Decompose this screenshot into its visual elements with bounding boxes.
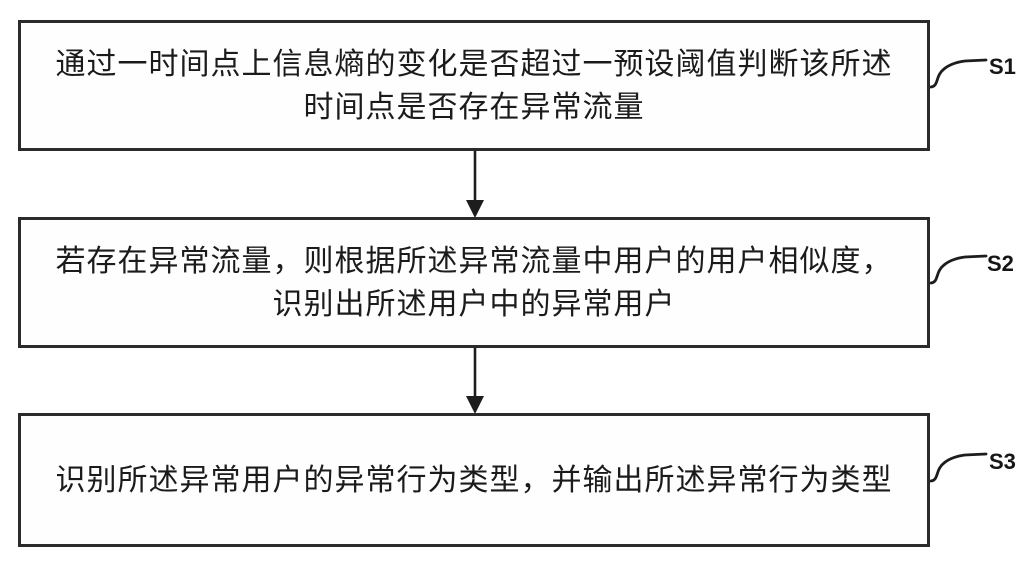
leader-curve-icon bbox=[930, 254, 988, 285]
step-label-s2: S2 bbox=[987, 251, 1014, 276]
flow-step-box-s1: 通过一时间点上信息熵的变化是否超过一预设阈值判断该所述 时间点是否存在异常流量 bbox=[18, 20, 930, 151]
step-s2-text-line2: 识别出所述用户中的异常用户 bbox=[272, 287, 676, 321]
step-label-s3: S3 bbox=[989, 449, 1016, 474]
flow-step-box-s2: 若存在异常流量，则根据所述异常流量中用户的用户相似度， 识别出所述用户中的异常用… bbox=[18, 217, 930, 348]
step-s2-text-line1: 若存在异常流量，则根据所述异常流量中用户的用户相似度， bbox=[55, 244, 893, 278]
step-s3-text-line1: 识别所述异常用户的异常行为类型，并输出所述异常行为类型 bbox=[55, 463, 893, 497]
arrow-down-icon bbox=[466, 348, 484, 414]
step-s1-text-line2: 时间点是否存在异常流量 bbox=[303, 90, 645, 124]
leader-curve-icon bbox=[930, 452, 988, 483]
leader-curve-icon bbox=[930, 58, 988, 89]
step-label-s1: S1 bbox=[989, 54, 1016, 79]
step-s1-text-line1: 通过一时间点上信息熵的变化是否超过一预设阈值判断该所述 bbox=[55, 47, 893, 81]
flow-step-box-s3: 识别所述异常用户的异常行为类型，并输出所述异常行为类型 bbox=[18, 413, 930, 547]
arrow-down-icon bbox=[466, 151, 484, 218]
